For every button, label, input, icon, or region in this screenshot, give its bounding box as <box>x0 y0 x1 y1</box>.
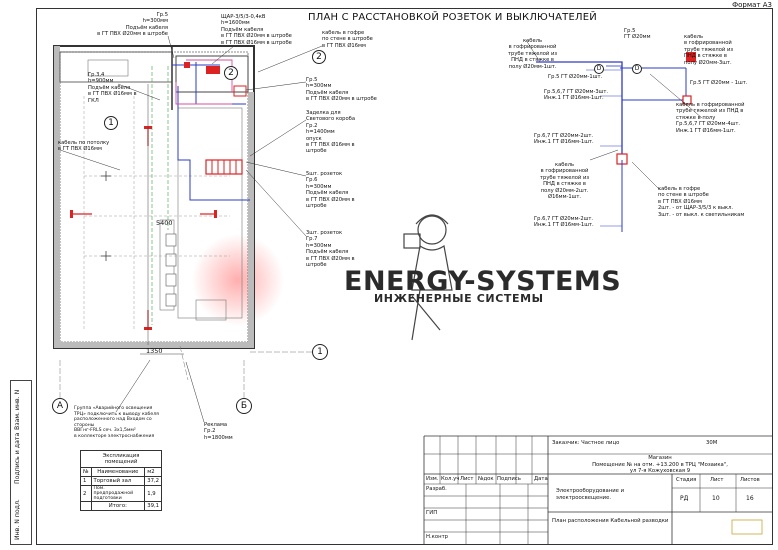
riser-gr5-top: Гр.5 ГТ Ø20мм <box>624 28 651 41</box>
table-row: Итого: 39,1 <box>80 501 162 511</box>
tb-customer: Заказчик: Частное лицо <box>552 440 620 446</box>
axis-marker-1-bottom: 1 <box>312 344 328 360</box>
riser-gr567: Гр.5,6,7 ГТ Ø20мм-3шт. Инж.1 ГТ Ø16мм-1ш… <box>544 89 609 102</box>
side-stamp <box>10 380 32 545</box>
label-gr5-top: Гр.5 h=300мм Подъём кабеля в ГТ ПВХ Ø20м… <box>97 12 168 38</box>
label-advert: Реклама Гр.2 h=1800мм <box>204 422 233 441</box>
tb-drawing-name: План расположения Кабельной разводки <box>552 518 669 524</box>
tb-section: Электрооборудование и электроосвещение. <box>556 488 625 501</box>
table-cell: 2 <box>80 485 92 502</box>
axis-marker-a: А <box>52 398 68 414</box>
tb-object: Магазин Помещение № на отм. +13.200 в ТР… <box>592 455 728 474</box>
table-row: 2 Пом. предпродажной подготовки 1,9 <box>80 485 162 502</box>
explication-table: Экспликация помещений № Наименование м2 … <box>80 450 162 511</box>
riser-marker-d2: D <box>632 64 642 74</box>
format-label: Формат А3 <box>732 1 772 9</box>
drawing-frame <box>36 8 773 545</box>
tb-sheet: 10 <box>712 495 720 502</box>
riser-cable-pnd: кабель в гофрированной трубе тяжелой из … <box>508 38 558 70</box>
tb-sheets: 16 <box>746 495 754 502</box>
dim-length: 5400 <box>156 219 173 227</box>
table-cell: Торговый зал <box>90 476 146 486</box>
table-cell: Пом. предпродажной подготовки <box>90 485 146 502</box>
axis-marker-1-top: 1 <box>104 116 118 130</box>
label-ceiling-cable: кабель по потолку в ГТ ПВХ Ø16мм <box>58 140 110 153</box>
table-cell: Итого: <box>90 501 146 511</box>
tb-role-razrab: Разраб. <box>426 486 447 492</box>
tb-sheet-header: Лист <box>710 477 724 483</box>
tb-col-sign: Подпись <box>497 476 521 482</box>
table-cell: 39,1 <box>144 501 162 511</box>
riser-marker-d1: D <box>594 64 604 74</box>
riser-cable-pnd2: кабель в гофрированной трубе тяжелой из … <box>540 162 590 201</box>
riser-cable-r2: кабель в гофрированной трубе тяжелой из … <box>676 102 745 134</box>
tb-role-gip: ГИП <box>426 510 438 516</box>
axis-marker-b: Б <box>236 398 252 414</box>
label-gr5-mid: Гр.5 h=300мм Подъём кабеля в ГТ ПВХ Ø20м… <box>306 77 377 103</box>
plan-title: ПЛАН С РАССТАНОВКОЙ РОЗЕТОК И ВЫКЛЮЧАТЕЛ… <box>308 12 597 23</box>
tb-col-koluch: Кол.уч <box>441 476 460 482</box>
label-light-box: Заделка для Светового короба Гр.2 h=1400… <box>306 110 355 155</box>
tb-role-nkontr: Н.контр <box>426 534 449 540</box>
watermark-subtitle: ИНЖЕНЕРНЫЕ СИСТЕМЫ <box>374 292 544 305</box>
label-cable-gofre: кабель в гофре по стене в штробе в ГТ ПВ… <box>322 30 373 49</box>
axis-marker-2-top: 2 <box>224 66 238 80</box>
table-cell <box>80 501 92 511</box>
tb-col-list: Лист <box>460 476 474 482</box>
dim-width: 1350 <box>146 347 163 355</box>
table-cell: 1,9 <box>144 485 162 502</box>
tb-code: 30М <box>706 440 718 446</box>
tb-stage: РД <box>680 495 689 502</box>
riser-cable-wall: кабель в гофре по стене в штробе в ГТ ПВ… <box>658 186 745 218</box>
riser-cable-r1: кабель в гофрированной трубе тяжелой из … <box>684 34 734 66</box>
riser-gr5-gt: Гр.5 ГТ Ø20мм-1шт. <box>548 74 603 80</box>
table-cell: 37,2 <box>144 476 162 486</box>
riser-gr67-b: Гр.6,7 ГТ Ø20мм-2шт. Инж.1 ГТ Ø16мм-1шт. <box>534 216 594 229</box>
table-cell: 1 <box>80 476 92 486</box>
tb-col-doc: №док <box>478 476 494 482</box>
label-note: Группа «Аварийного освещения ТРЦ» подклю… <box>74 406 159 439</box>
explication-header: № <box>80 467 92 477</box>
axis-marker-2-right: 2 <box>312 50 326 64</box>
label-sockets3: 3шт. розеток Гр.7 h=300мм Подъём кабеля … <box>306 230 355 269</box>
tb-stage-header: Стадия <box>676 477 697 483</box>
label-shchar: ЩАР-3/5/3-0,4кВ h=1600мм Подъём кабеля в… <box>221 14 292 46</box>
table-row: 1 Торговый зал 37,2 <box>80 476 162 486</box>
tb-col-date: Дата <box>534 476 548 482</box>
label-gr34: Гр.3,4 h=900мм Подъём кабеля в ГТ ПВХ Ø1… <box>88 72 137 104</box>
riser-gr67-a: Гр.6,7 ГТ Ø20мм-2шт. Инж.1 ГТ Ø16мм-1шт. <box>534 133 594 146</box>
explication-title: Экспликация помещений <box>80 450 162 468</box>
watermark-title: ENERGY-SYSTEMS <box>344 266 622 297</box>
riser-gr5-r: Гр.5 ГТ Ø20мм - 1шт. <box>690 80 748 86</box>
label-sockets5: 5шт. розеток Гр.6 h=300мм Подъём кабеля … <box>306 171 355 210</box>
explication-header: Наименование <box>90 467 146 477</box>
tb-sheets-header: Листов <box>740 477 760 483</box>
tb-col-izm: Изм. <box>426 476 439 482</box>
explication-header: м2 <box>144 467 162 477</box>
